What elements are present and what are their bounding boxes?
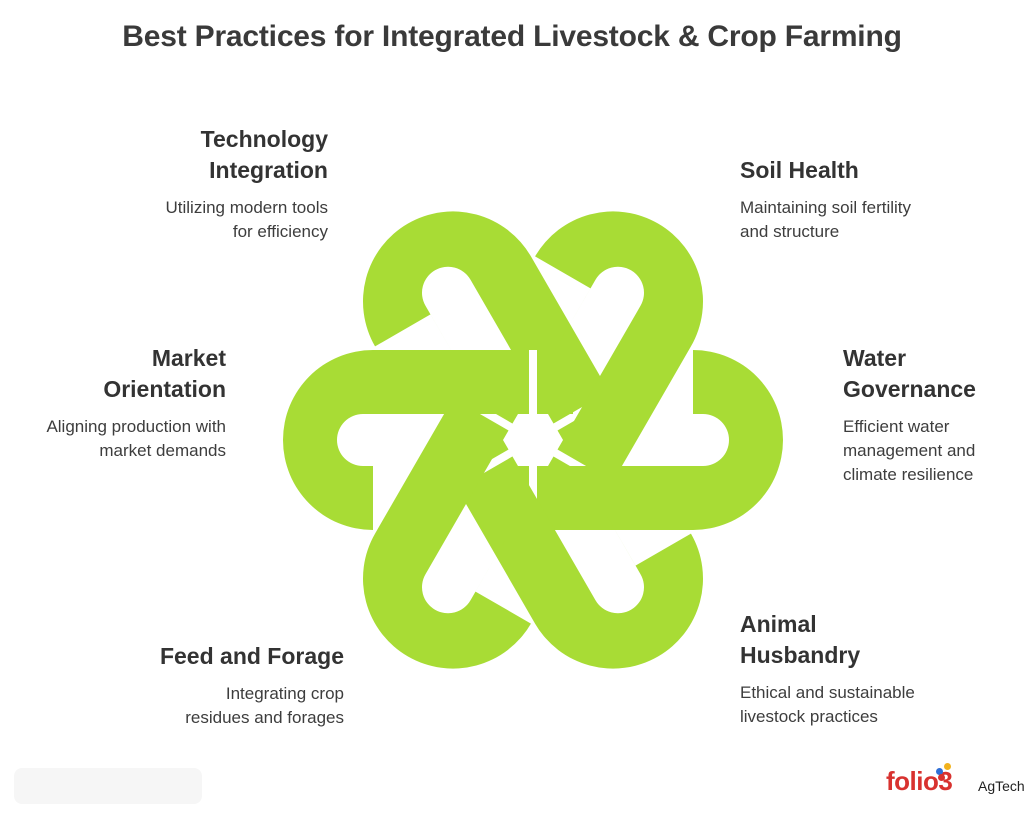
loop-soil-health xyxy=(490,211,703,520)
item-heading: Technology Integration xyxy=(88,124,328,186)
item-description: Efficient water management and climate r… xyxy=(843,415,1021,487)
description-line: residues and forages xyxy=(185,708,344,727)
item-description: Maintaining soil fertility and structure xyxy=(740,196,1000,244)
item-soil-health: Soil Health Maintaining soil fertility a… xyxy=(740,155,1000,244)
heading-line: Technology xyxy=(200,126,328,152)
description-line: and structure xyxy=(740,222,840,241)
blurred-watermark xyxy=(14,768,202,804)
heading-line: Market xyxy=(151,345,226,371)
description-line: market demands xyxy=(99,441,226,460)
description-line: Ethical and sustainable xyxy=(740,683,915,702)
item-feed-and-forage: Feed and Forage Integrating crop residue… xyxy=(100,641,344,730)
item-animal-husbandry: Animal Husbandry Ethical and sustainable… xyxy=(740,609,1000,729)
loop-feed-and-forage xyxy=(363,360,576,669)
heading-line: Soil Health xyxy=(740,157,859,183)
item-description: Ethical and sustainable livestock practi… xyxy=(740,681,1000,729)
description-line: Aligning production with xyxy=(46,417,226,436)
item-heading: Market Orientation xyxy=(6,343,226,405)
description-line: Efficient water xyxy=(843,417,950,436)
item-description: Integrating crop residues and forages xyxy=(100,682,344,730)
heading-line: Orientation xyxy=(103,376,226,402)
loop-water-governance xyxy=(493,350,783,530)
page-title: Best Practices for Integrated Livestock … xyxy=(122,20,902,53)
item-water-governance: Water Governance Efficient water managem… xyxy=(843,343,1021,487)
heading-line: Governance xyxy=(843,376,976,402)
heading-line: Animal xyxy=(740,611,817,637)
heading-line: Integration xyxy=(209,157,328,183)
heading-line: Husbandry xyxy=(740,642,861,668)
item-heading: Water Governance xyxy=(843,343,1021,405)
description-line: Integrating crop xyxy=(225,684,344,703)
item-market-orientation: Market Orientation Aligning production w… xyxy=(6,343,226,463)
item-heading: Soil Health xyxy=(740,155,1000,186)
description-line: management and xyxy=(843,441,976,460)
item-description: Aligning production with market demands xyxy=(6,415,226,463)
loop-market-orientation xyxy=(283,350,573,530)
description-line: livestock practices xyxy=(740,707,878,726)
item-technology-integration: Technology Integration Utilizing modern … xyxy=(88,124,328,244)
item-heading: Feed and Forage xyxy=(100,641,344,672)
description-line: climate resilience xyxy=(843,465,974,484)
heading-line: Feed and Forage xyxy=(159,643,344,669)
heading-line: Water xyxy=(843,345,907,371)
description-line: for efficiency xyxy=(232,222,328,241)
item-description: Utilizing modern tools for efficiency xyxy=(88,196,328,244)
item-heading: Animal Husbandry xyxy=(740,609,1000,671)
logo-subtitle: AgTech xyxy=(978,778,1024,794)
description-line: Maintaining soil fertility xyxy=(740,198,912,217)
description-line: Utilizing modern tools xyxy=(165,198,328,217)
